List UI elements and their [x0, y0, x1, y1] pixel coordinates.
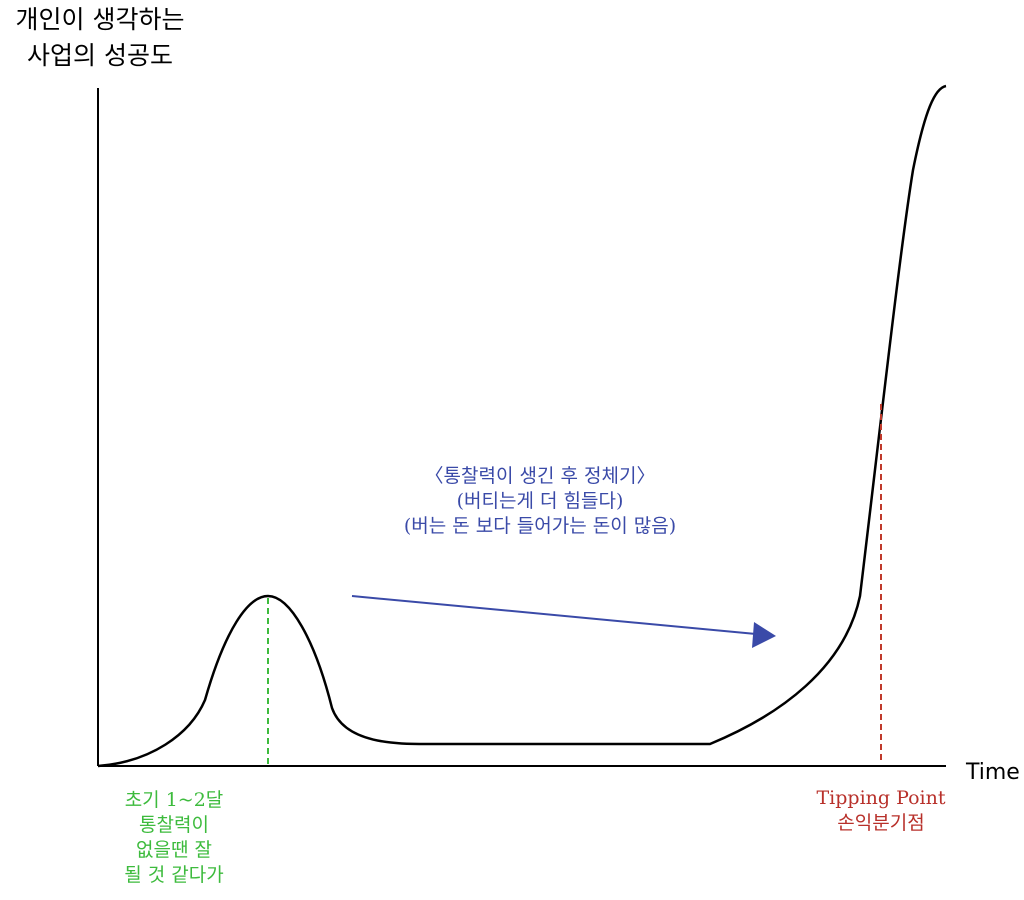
early-annotation-line-3: 없을땐 잘	[136, 839, 212, 861]
plateau-annotation-line-3: (버는 돈 보다 들어가는 돈이 많음)	[403, 515, 677, 537]
y-axis-label-line-2: 사업의 성공도	[27, 41, 173, 70]
tipping-annotation-line-1: Tipping Point	[816, 787, 946, 809]
early-annotation: 초기 1~2달 통찰력이 없을땐 잘 될 것 같다가	[92, 788, 256, 888]
early-annotation-line-4: 될 것 같다가	[124, 864, 224, 886]
plateau-annotation: 〈통찰력이 생긴 후 정체기〉 (버티는게 더 힘들다) (버는 돈 보다 들어…	[330, 464, 750, 539]
plateau-annotation-line-1: 〈통찰력이 생긴 후 정체기〉	[424, 465, 656, 487]
stagnation-arrow-head	[752, 622, 776, 648]
early-annotation-line-1: 초기 1~2달	[124, 789, 224, 811]
x-axis-label: Time	[966, 760, 1020, 785]
early-annotation-line-2: 통찰력이	[139, 814, 209, 836]
plateau-annotation-line-2: (버티는게 더 힘들다)	[456, 490, 624, 512]
y-axis-label-line-1: 개인이 생각하는	[15, 5, 185, 34]
y-axis-label: 개인이 생각하는 사업의 성공도	[0, 2, 200, 74]
stagnation-arrow-shaft	[351, 595, 757, 635]
tipping-annotation: Tipping Point 손익분기점	[796, 786, 966, 836]
tipping-annotation-line-2: 손익분기점	[837, 812, 925, 834]
success-curve	[97, 84, 947, 768]
